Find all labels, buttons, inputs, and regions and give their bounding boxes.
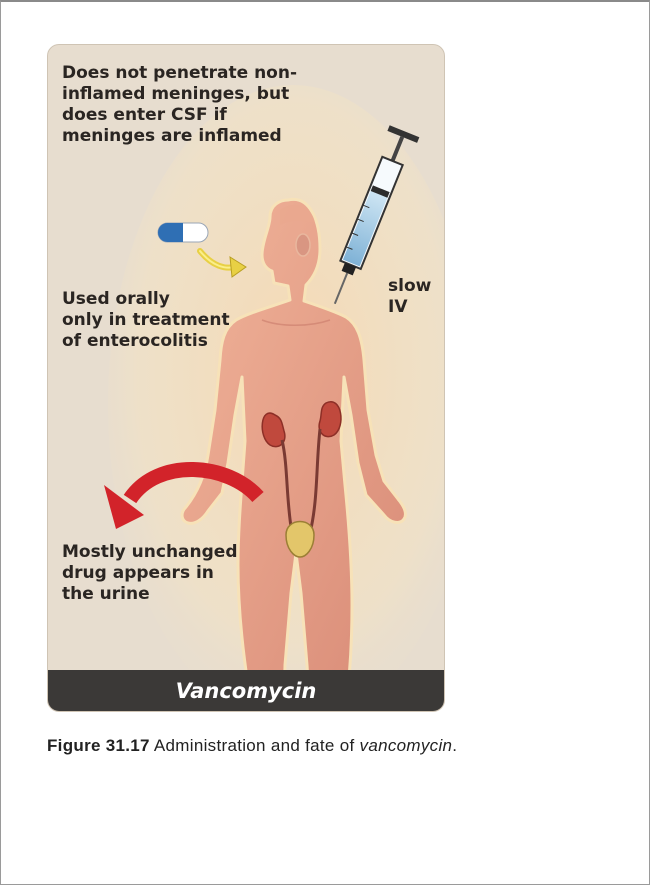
figure-title: Vancomycin [176, 679, 317, 703]
urine-excretion-note: Mostly unchanged drug appears in the uri… [62, 542, 312, 605]
figure-title-bar: Vancomycin [48, 670, 444, 711]
figure-caption: Figure 31.17 Administration and fate of … [47, 736, 457, 756]
vancomycin-figure: Does not penetrate non- inflamed meninge… [47, 44, 445, 712]
capsule-pill-icon [158, 223, 208, 242]
slow-iv-label: slow IV [388, 276, 438, 318]
caption-figure-number: Figure 31.17 [47, 736, 150, 755]
caption-drug-name: vancomycin [360, 736, 453, 755]
csf-penetration-note: Does not penetrate non- inflamed meninge… [62, 63, 392, 147]
caption-text: Administration and fate of [154, 736, 355, 755]
oral-use-note: Used orally only in treatment of enteroc… [62, 289, 292, 352]
caption-period: . [452, 736, 457, 755]
